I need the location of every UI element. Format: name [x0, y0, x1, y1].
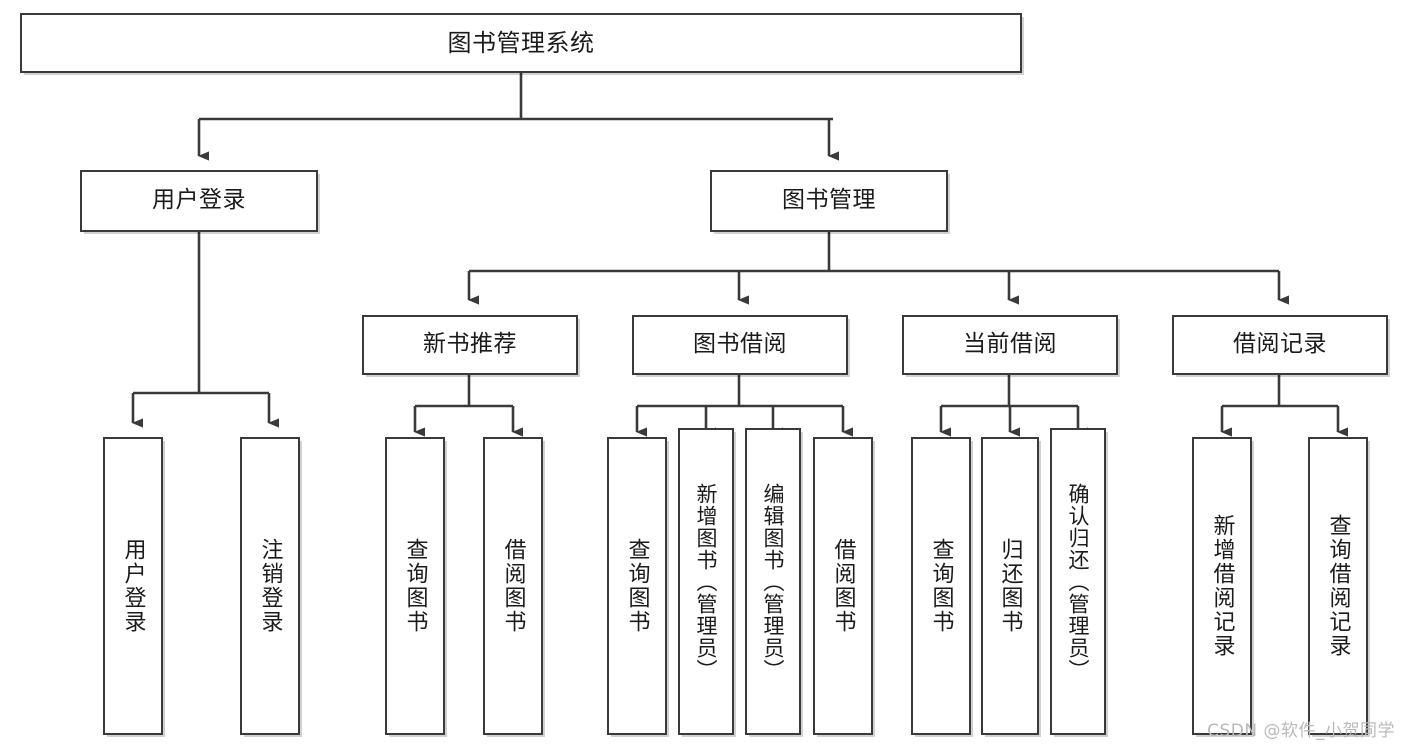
node-label: 查询图书: [928, 538, 954, 634]
node-label: 图书管理: [782, 187, 876, 214]
node-label: 注销登录: [257, 538, 283, 634]
leaf-current-borrow-query[interactable]: 查询图书: [911, 437, 971, 735]
node-book-management[interactable]: 图书管理: [710, 170, 948, 232]
node-label: 借阅图书: [500, 538, 526, 634]
node-label: 图书借阅: [693, 331, 787, 358]
node-current-borrow[interactable]: 当前借阅: [902, 315, 1118, 375]
leaf-current-borrow-return[interactable]: 归还图书: [981, 437, 1039, 735]
node-label: 当前借阅: [963, 331, 1057, 358]
watermark-text: CSDN @软件_小贺同学: [1207, 721, 1395, 741]
node-label: 编辑图书（管理员）: [761, 482, 786, 681]
node-label: 查询图书: [624, 538, 650, 634]
node-label: 用户登录: [120, 538, 146, 634]
node-root-library-system[interactable]: 图书管理系统: [20, 13, 1022, 73]
node-label: 新增图书（管理员）: [694, 482, 719, 681]
leaf-current-borrow-confirm-admin[interactable]: 确认归还（管理员）: [1050, 428, 1106, 735]
leaf-new-book-query[interactable]: 查询图书: [385, 437, 445, 735]
node-label: 新增借阅记录: [1209, 514, 1235, 658]
leaf-user-login-signin[interactable]: 用户登录: [103, 437, 163, 735]
leaf-book-borrow-add-admin[interactable]: 新增图书（管理员）: [678, 428, 734, 735]
node-label: 归还图书: [997, 538, 1023, 634]
leaf-book-borrow-query[interactable]: 查询图书: [607, 437, 667, 735]
leaf-borrow-record-query[interactable]: 查询借阅记录: [1308, 437, 1368, 735]
leaf-book-borrow-edit-admin[interactable]: 编辑图书（管理员）: [745, 428, 801, 735]
node-new-book-recommend[interactable]: 新书推荐: [362, 315, 578, 375]
node-label: 图书管理系统: [447, 28, 595, 57]
node-label: 借阅图书: [830, 538, 856, 634]
leaf-user-login-signout[interactable]: 注销登录: [240, 437, 300, 735]
node-book-borrow[interactable]: 图书借阅: [632, 315, 848, 375]
node-label: 借阅记录: [1233, 331, 1327, 358]
leaf-new-book-borrow[interactable]: 借阅图书: [483, 437, 543, 735]
node-label: 查询图书: [402, 538, 428, 634]
node-user-login[interactable]: 用户登录: [80, 170, 318, 232]
node-label: 新书推荐: [423, 331, 517, 358]
leaf-borrow-record-add[interactable]: 新增借阅记录: [1192, 437, 1252, 735]
leaf-book-borrow-borrow[interactable]: 借阅图书: [813, 437, 873, 735]
node-label: 确认归还（管理员）: [1066, 482, 1091, 681]
node-label: 用户登录: [152, 187, 246, 214]
node-label: 查询借阅记录: [1325, 514, 1351, 658]
node-borrow-record[interactable]: 借阅记录: [1172, 315, 1388, 375]
